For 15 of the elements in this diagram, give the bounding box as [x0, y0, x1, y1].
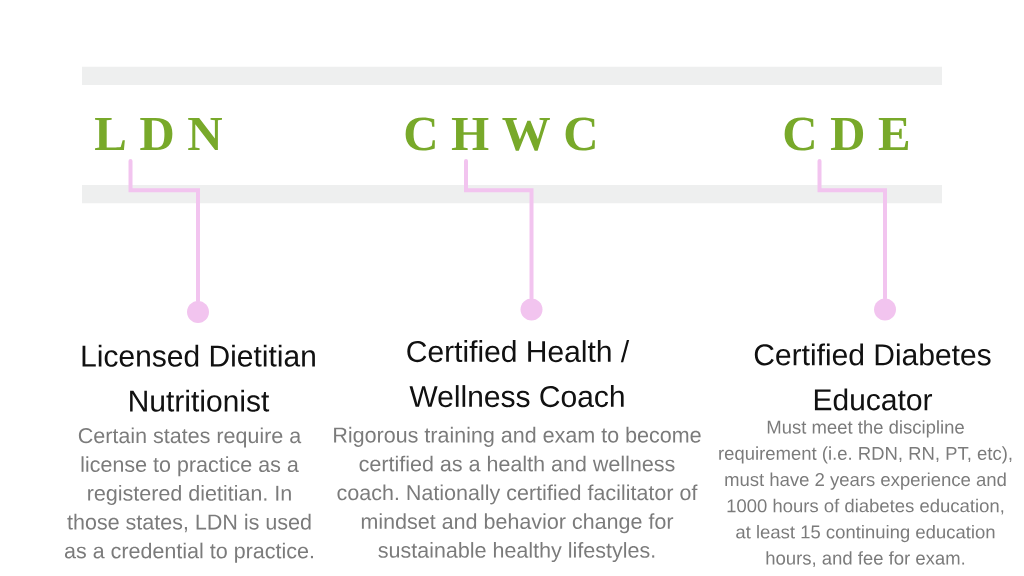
dot: [874, 298, 896, 321]
description: Must meet the discipline requirement (i.e. RDN, RN, PT, etc), must have 2 years experience and 1000 hours of diabetes education, at least 15 continuing education hours, and fee for exam.: [719, 420, 1012, 567]
heading: Certified Diabetes Educator: [754, 343, 991, 411]
leader-line: [464, 159, 534, 301]
heading: Certified Health / Wellness Coach: [407, 340, 630, 408]
dot: [520, 298, 543, 321]
description: Certain states require a license to practice as a registered dietitian. In those states, LDN is used as a credential to practice.: [64, 427, 313, 563]
acronym: C D E: [784, 117, 909, 151]
leader-line: [817, 159, 887, 301]
leader-line: [128, 159, 200, 303]
acronym: L D N: [95, 117, 222, 151]
description: Rigorous training and exam to become certified as a health and wellness coach. Nationally certified facilitator of mindset and behavior change for sustainable healthy lifestyles.: [334, 426, 701, 563]
dot: [187, 301, 209, 323]
heading: Licensed Dietitian Nutritionist: [82, 344, 315, 412]
acronym: C H W C: [405, 117, 595, 151]
